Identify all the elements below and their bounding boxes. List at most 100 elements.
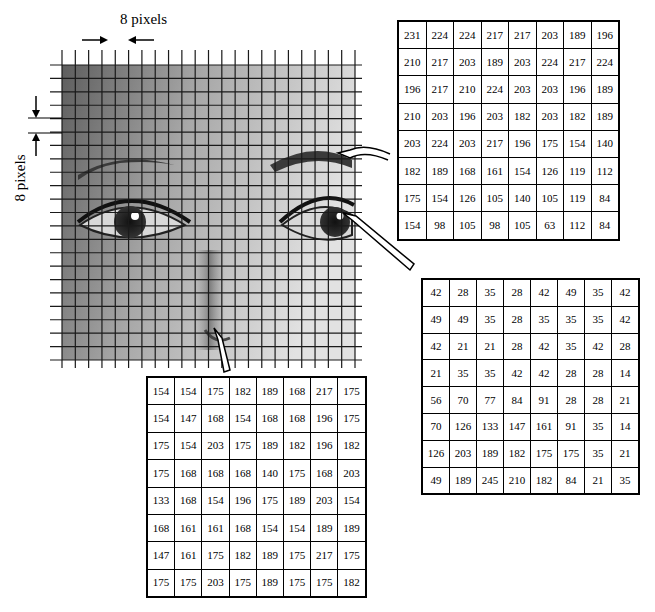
pixel-value: 182 (504, 441, 530, 467)
pixel-value: 189 (427, 158, 454, 184)
pixel-value: 203 (450, 441, 476, 467)
pixel-value: 196 (399, 76, 426, 102)
pixel-value: 189 (482, 49, 509, 75)
pixel-value: 28 (558, 387, 584, 413)
pixel-value: 91 (558, 414, 584, 440)
pixel-value: 175 (311, 570, 337, 596)
pixel-value: 203 (454, 131, 481, 157)
pixel-value: 126 (450, 414, 476, 440)
pixel-value: 21 (477, 334, 503, 360)
pixel-value: 35 (450, 360, 476, 386)
pixel-value: 21 (612, 441, 638, 467)
pixel-value: 189 (564, 22, 591, 48)
pixel-value: 203 (509, 49, 536, 75)
pixel-value: 203 (482, 104, 509, 130)
pixel-table: 1541541751821891682171751541471681541681… (146, 376, 367, 598)
pixel-value: 175 (284, 460, 310, 486)
pixel-value: 203 (311, 488, 337, 514)
pixel-value: 112 (592, 158, 619, 184)
pixel-value: 21 (450, 334, 476, 360)
pixel-value: 28 (504, 334, 530, 360)
pixel-value: 224 (427, 22, 454, 48)
pixel-value: 154 (509, 158, 536, 184)
pixel-value: 119 (564, 158, 591, 184)
pixel-value: 175 (175, 570, 201, 596)
pixel-value: 182 (230, 542, 256, 568)
pixel-value: 105 (509, 212, 536, 238)
pixel-value: 28 (585, 360, 611, 386)
pixel-value: 203 (537, 104, 564, 130)
pixel-value: 245 (477, 468, 503, 494)
pixel-value: 175 (202, 542, 228, 568)
pixel-value: 203 (454, 49, 481, 75)
grid-line (354, 50, 355, 368)
pixel-value: 42 (531, 280, 557, 306)
pixel-value: 196 (509, 131, 536, 157)
pixel-value: 168 (202, 460, 228, 486)
pixel-value: 21 (585, 468, 611, 494)
dimension-label: 8 pixels (13, 154, 28, 201)
pixel-value: 217 (509, 22, 536, 48)
pixel-value: 189 (257, 433, 283, 459)
pixel-value: 189 (257, 378, 283, 404)
pixel-value: 70 (423, 414, 449, 440)
pixel-value: 168 (202, 405, 228, 431)
pixel-value: 168 (257, 405, 283, 431)
pixel-value: 35 (585, 441, 611, 467)
pixel-value: 217 (482, 22, 509, 48)
pixel-value: 224 (592, 49, 619, 75)
pixel-value: 35 (558, 307, 584, 333)
pixel-value: 35 (585, 280, 611, 306)
grid-line (341, 50, 342, 368)
pixel-value: 217 (427, 49, 454, 75)
pixel-value: 77 (477, 387, 503, 413)
pixel-value: 49 (423, 307, 449, 333)
pixel-value: 91 (531, 387, 557, 413)
pixel-value: 133 (477, 414, 503, 440)
grid-line (50, 346, 362, 347)
pixel-value: 168 (148, 515, 174, 541)
pixel-value: 21 (612, 387, 638, 413)
pixel-value: 154 (338, 488, 364, 514)
grid-line (328, 50, 329, 368)
pixel-value: 196 (311, 433, 337, 459)
pixel-value: 28 (585, 387, 611, 413)
pixel-value: 154 (427, 185, 454, 211)
pixel-value: 175 (537, 131, 564, 157)
pixel-value: 175 (148, 570, 174, 596)
pixel-value: 168 (175, 488, 201, 514)
pixel-value: 147 (175, 405, 201, 431)
pixel-value: 154 (202, 488, 228, 514)
pixel-value: 203 (202, 433, 228, 459)
pixel-value: 161 (482, 158, 509, 184)
pixel-value: 35 (558, 334, 584, 360)
pixel-value: 98 (482, 212, 509, 238)
pixel-value: 175 (202, 378, 228, 404)
pixel-value: 35 (477, 280, 503, 306)
pixel-value: 224 (482, 76, 509, 102)
pixel-value: 182 (338, 570, 364, 596)
pixel-value: 35 (585, 414, 611, 440)
pixel-value: 154 (148, 405, 174, 431)
pixel-value: 182 (399, 158, 426, 184)
pixel-value: 84 (504, 387, 530, 413)
pixel-value: 168 (311, 460, 337, 486)
pixel-value: 189 (592, 76, 619, 102)
pixel-value: 105 (454, 212, 481, 238)
pixel-value: 42 (531, 334, 557, 360)
pixel-value: 189 (477, 441, 503, 467)
pixel-value: 49 (423, 468, 449, 494)
pixel-value: 42 (585, 334, 611, 360)
pixel-value: 147 (148, 542, 174, 568)
pixel-value: 35 (477, 360, 503, 386)
pixel-value: 175 (230, 433, 256, 459)
pixel-value: 210 (504, 468, 530, 494)
pixel-value: 189 (592, 104, 619, 130)
pixel-value: 196 (230, 488, 256, 514)
pixel-value: 217 (564, 49, 591, 75)
pixel-value: 175 (148, 460, 174, 486)
pixel-value: 84 (558, 468, 584, 494)
pixel-value: 231 (399, 22, 426, 48)
pixel-value: 63 (537, 212, 564, 238)
pixel-value: 210 (399, 49, 426, 75)
